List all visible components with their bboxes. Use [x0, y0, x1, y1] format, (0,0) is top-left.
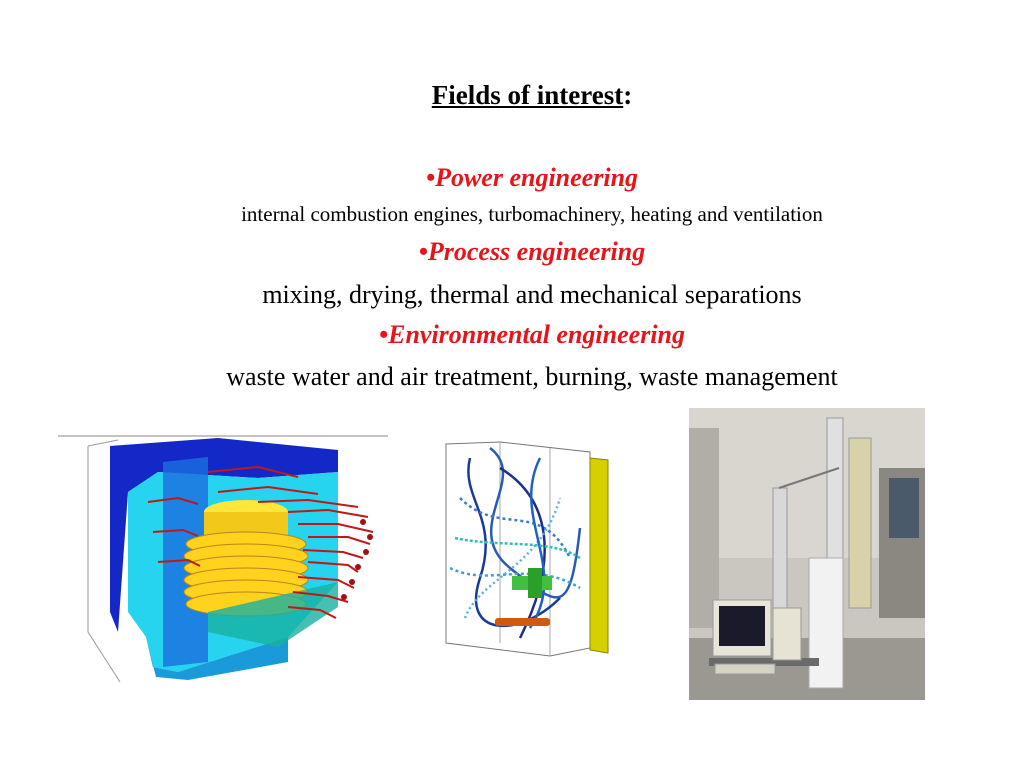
bullet-dot: •	[425, 163, 436, 192]
description-power-engineering: internal combustion engines, turbomachin…	[241, 202, 823, 226]
cfd-heat-exchanger-simulation-image	[58, 435, 388, 683]
bullet-heading: Environmental engineering	[388, 320, 685, 349]
slide-title: Fields of interest:	[0, 80, 1024, 111]
title-text: Fields of interest	[431, 80, 624, 110]
laboratory-apparatus-photo-image	[689, 408, 925, 700]
title-colon: :	[623, 80, 633, 110]
bullet-environmental-engineering: •Environmental engineering	[0, 320, 1024, 350]
bullet-heading: Process engineering	[427, 237, 646, 266]
bullet-dot: •	[379, 320, 389, 349]
description-process-engineering: mixing, drying, thermal and mechanical s…	[262, 280, 802, 309]
bullet-process-engineering: •Process engineering	[0, 237, 1024, 267]
cfd-streamline-mixing-vessel-image	[445, 441, 609, 657]
description-environmental-engineering: waste water and air treatment, burning, …	[226, 362, 838, 391]
bullet-heading: Power engineering	[435, 163, 639, 192]
bullet-dot: •	[418, 237, 428, 266]
bullet-power-engineering: •Power engineering	[0, 163, 1024, 193]
